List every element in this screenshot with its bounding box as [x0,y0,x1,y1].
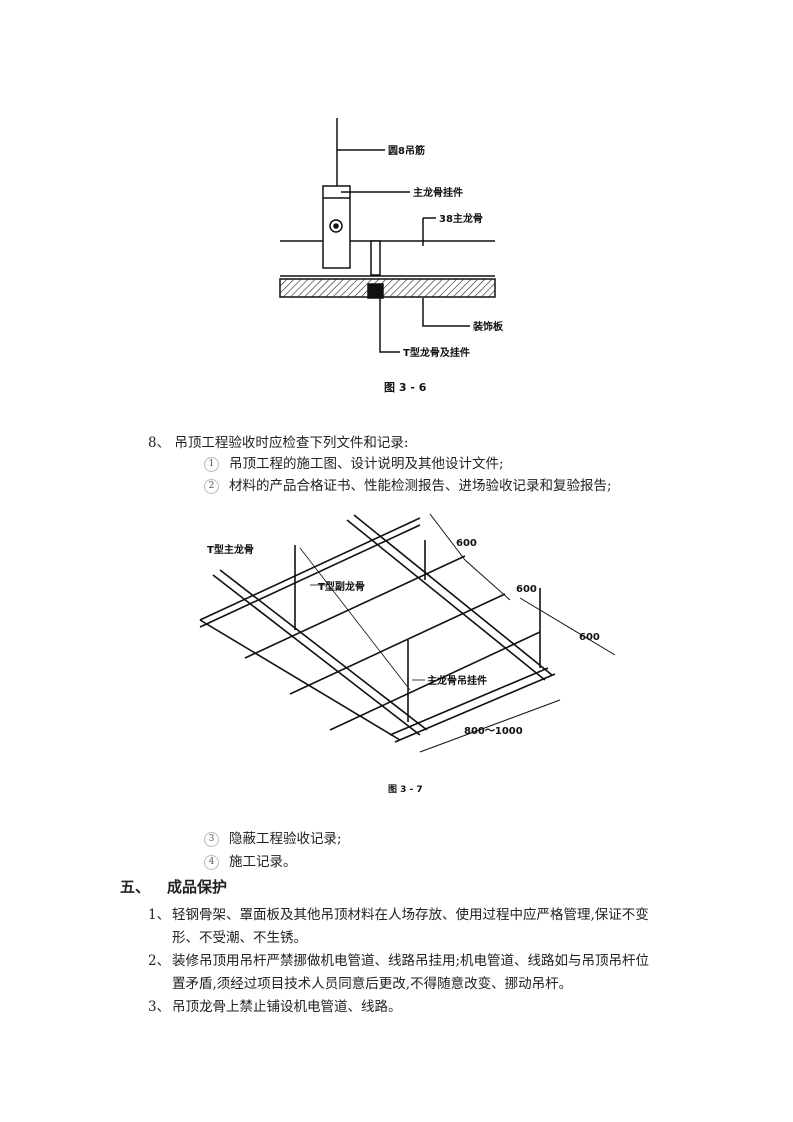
subitem: 1 吊顶工程的施工图、设计说明及其他设计文件; [204,452,504,472]
item-text: 吊顶龙骨上禁止铺设机电管道、线路。 [172,999,402,1015]
item-text: 装修吊顶用吊杆严禁挪做机电管道、线路吊挂用;机电管道、线路如与吊顶吊杆位 [172,953,650,969]
dim-label: 600 [456,538,477,549]
item-number: 8、 [148,435,171,451]
circled-number: 1 [204,457,219,472]
ceiling-grid-isometric [199,513,616,753]
dim-label: 800～1000 [464,726,523,737]
label-t-sub: T型副龙骨 [318,580,365,593]
label-main-runner: 38主龙骨 [439,212,483,225]
section-number: 五、 [120,878,151,896]
section-title: 成品保护 [167,878,228,896]
ceiling-section-drawing [279,118,496,353]
circled-number: 4 [204,855,219,870]
subitem: 3 隐蔽工程验收记录; [204,827,342,847]
label-rod: 圆8吊筋 [388,144,425,157]
item-number: 1、 [148,907,171,923]
subitem-text: 隐蔽工程验收记录; [229,831,342,847]
item-text: 吊顶工程验收时应检查下列文件和记录: [174,435,409,451]
label-board: 装饰板 [472,320,504,333]
circled-number: 2 [204,479,219,494]
item-text: 形、不受潮、不生锈。 [172,930,307,946]
item-8: 8、 吊顶工程验收时应检查下列文件和记录: [148,431,408,451]
dim-label: 600 [516,584,537,595]
circled-number: 3 [204,832,219,847]
label-t-runner: T型龙骨及挂件 [403,346,470,359]
subitem: 2 材料的产品合格证书、性能检测报告、进场验收记录和复验报告; [204,474,612,494]
figure-caption: 图 3 - 6 [384,381,427,394]
label-t-main: T型主龙骨 [207,543,254,556]
item-text: 置矛盾,须经过项目技术人员同意后更改,不得随意改变、挪动吊杆。 [172,976,573,992]
dim-label: 600 [579,632,600,643]
subitem-text: 吊顶工程的施工图、设计说明及其他设计文件; [229,456,504,472]
subitem: 4 施工记录。 [204,850,297,870]
label-hanger: 主龙骨挂件 [413,186,463,199]
subitem-text: 材料的产品合格证书、性能检测报告、进场验收记录和复验报告; [229,478,612,494]
item-text: 轻钢骨架、罩面板及其他吊顶材料在人场存放、使用过程中应严格管理,保证不变 [172,907,649,923]
figure-caption: 图 3 - 7 [388,784,423,795]
label-hanger-3-7: 主龙骨吊挂件 [427,674,487,687]
item-number: 2、 [148,953,171,969]
subitem-text: 施工记录。 [229,854,297,870]
item-number: 3、 [148,999,171,1015]
